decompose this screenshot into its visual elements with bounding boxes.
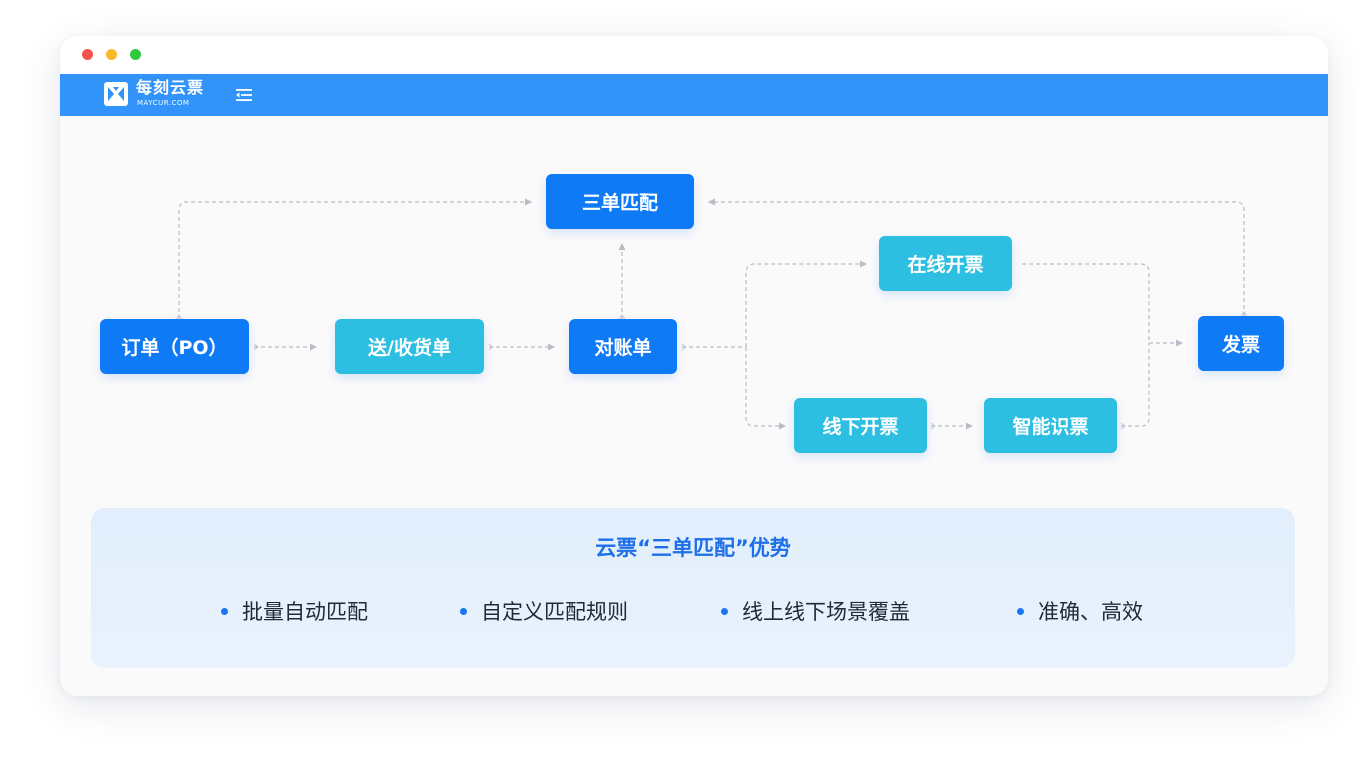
node-order[interactable]: 订单（PO） [100, 319, 249, 374]
advantage-label: 自定义匹配规则 [481, 600, 628, 624]
brand-domain: MAYCUR.COM [137, 99, 190, 107]
advantages-panel: 云票“三单匹配”优势 批量自动匹配 自定义匹配规则 线上线下场景覆盖 准确、高效 [91, 508, 1295, 668]
maximize-window-button[interactable] [130, 49, 141, 60]
node-invoice[interactable]: 发票 [1198, 316, 1284, 371]
connector-branch-to-offline [745, 347, 786, 430]
advantage-label: 线上线下场景覆盖 [742, 600, 910, 624]
advantage-item: 自定义匹配规则 [460, 596, 628, 626]
bullet-icon [221, 607, 228, 615]
advantage-label: 准确、高效 [1038, 600, 1143, 624]
node-offline-invoice[interactable]: 线下开票 [794, 398, 927, 453]
node-three-way-match[interactable]: 三单匹配 [546, 174, 694, 229]
node-online-invoice[interactable]: 在线开票 [879, 236, 1012, 291]
flow-canvas: 三单匹配 订单（PO） 送/收货单 对账单 在线开票 线下开票 智能识票 发票 … [60, 116, 1328, 696]
bullet-icon [460, 607, 467, 615]
maycur-logo-icon [104, 82, 128, 106]
connector-branch-to-online [745, 260, 867, 347]
connector-online-to-merge [1022, 263, 1150, 343]
browser-window: 每刻云票 MAYCUR.COM [60, 36, 1328, 696]
node-delivery[interactable]: 送/收货单 [335, 319, 484, 374]
bullet-icon [721, 607, 728, 615]
minimize-window-button[interactable] [106, 49, 117, 60]
advantages-title: 云票“三单匹配”优势 [595, 536, 791, 560]
app-header: 每刻云票 MAYCUR.COM [60, 74, 1328, 116]
brand-name: 每刻云票 [136, 78, 205, 97]
advantage-label: 批量自动匹配 [242, 600, 368, 624]
flow-connectors [175, 198, 1248, 430]
window-titlebar [60, 36, 1328, 74]
node-reconciliation[interactable]: 对账单 [569, 319, 677, 374]
advantage-item: 准确、高效 [1017, 596, 1143, 626]
connector-invoice-to-match [708, 198, 1245, 316]
node-smart-recognition[interactable]: 智能识票 [984, 398, 1117, 453]
connector-order-to-match [178, 198, 532, 319]
menu-collapse-icon[interactable] [234, 85, 254, 105]
advantage-item: 线上线下场景覆盖 [721, 596, 910, 626]
advantage-item: 批量自动匹配 [221, 596, 368, 626]
close-window-button[interactable] [82, 49, 93, 60]
bullet-icon [1017, 607, 1024, 615]
connector-recognition-to-merge [1121, 343, 1150, 427]
